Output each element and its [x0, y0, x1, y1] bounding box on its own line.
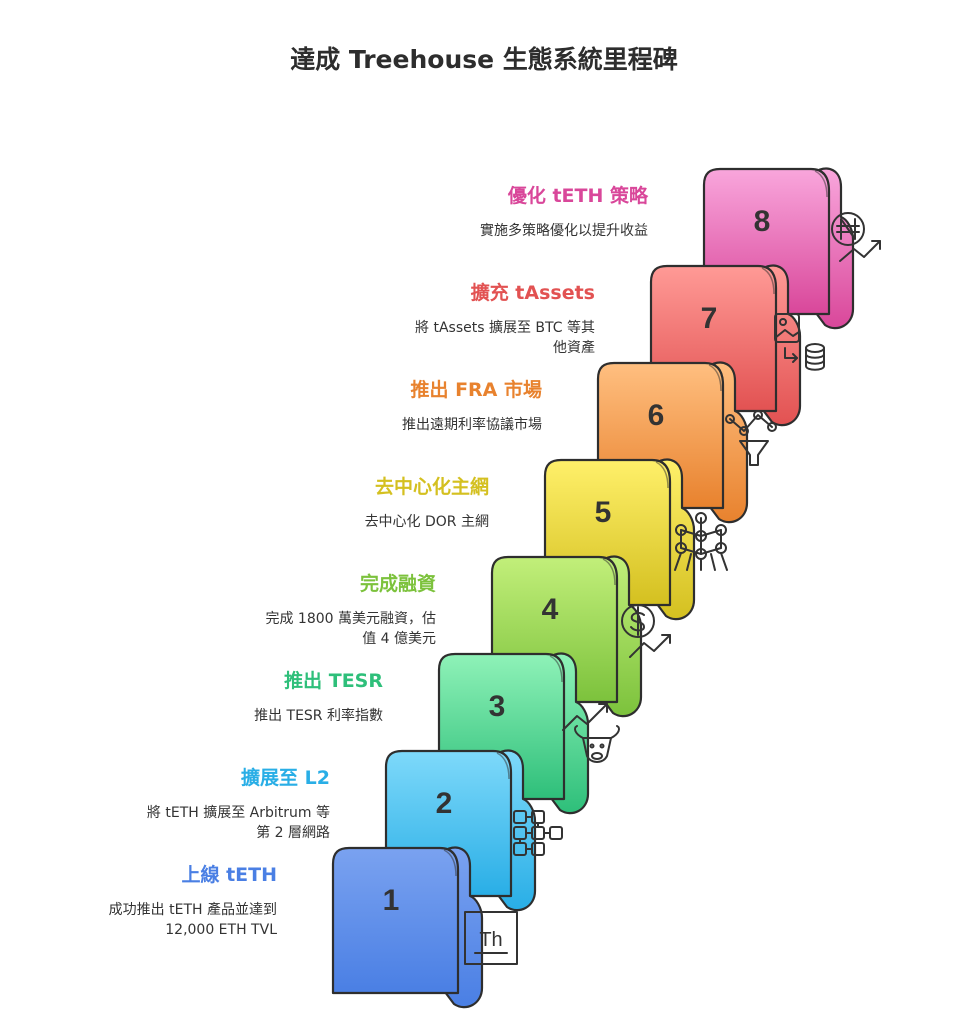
- decentralized-network-icon: [674, 512, 728, 571]
- milestone-number-2: 2: [436, 787, 453, 820]
- milestone-step-1: 1: [331, 846, 484, 1009]
- milestone-number-1: 1: [383, 884, 400, 917]
- bull-trend-icon: [562, 703, 620, 763]
- milestone-title-8: 優化 tETH 策略: [507, 185, 648, 207]
- page-title: 達成 Treehouse 生態系統里程碑: [290, 45, 678, 74]
- milestone-number-5: 5: [595, 496, 612, 529]
- th-logo-text: Th: [479, 929, 502, 951]
- milestone-desc-5: 去中心化 DOR 主網: [364, 514, 489, 530]
- milestone-title-6: 推出 FRA 市場: [410, 379, 542, 401]
- milestone-title-5: 去中心化主網: [374, 476, 489, 498]
- milestone-desc-6: 推出遠期利率協議市場: [402, 417, 542, 433]
- network-blocks-icon: [513, 810, 563, 856]
- milestone-title-1: 上線 tETH: [181, 864, 277, 886]
- milestone-number-8: 8: [754, 205, 771, 238]
- th-logo-icon: Th: [464, 911, 518, 965]
- milestone-title-3: 推出 TESR: [284, 670, 383, 692]
- asset-database-icon: [774, 313, 825, 371]
- milestone-number-3: 3: [489, 690, 506, 723]
- milestone-desc-4: 完成 1800 萬美元融資，估 值 4 億美元: [265, 611, 436, 647]
- milestone-number-4: 4: [542, 593, 559, 626]
- milestone-number-7: 7: [701, 302, 718, 335]
- milestone-title-2: 擴展至 L2: [241, 767, 330, 789]
- dollar-growth-icon: [621, 604, 671, 658]
- milestone-number-6: 6: [648, 399, 665, 432]
- milestone-panel-1: [331, 846, 460, 995]
- milestone-title-4: 完成融資: [359, 573, 436, 595]
- naira-growth-icon: [831, 212, 881, 262]
- milestone-desc-8: 實施多策略優化以提升收益: [480, 223, 648, 239]
- milestone-title-7: 擴充 tAssets: [470, 282, 595, 304]
- milestone-desc-3: 推出 TESR 利率指數: [254, 708, 383, 724]
- milestone-desc-7: 將 tAssets 擴展至 BTC 等其 他資產: [415, 320, 595, 356]
- milestone-desc-2: 將 tETH 擴展至 Arbitrum 等 第 2 層網路: [146, 805, 330, 841]
- milestone-desc-1: 成功推出 tETH 產品並達到 12,000 ETH TVL: [108, 902, 277, 938]
- funnel-network-icon: [725, 410, 777, 466]
